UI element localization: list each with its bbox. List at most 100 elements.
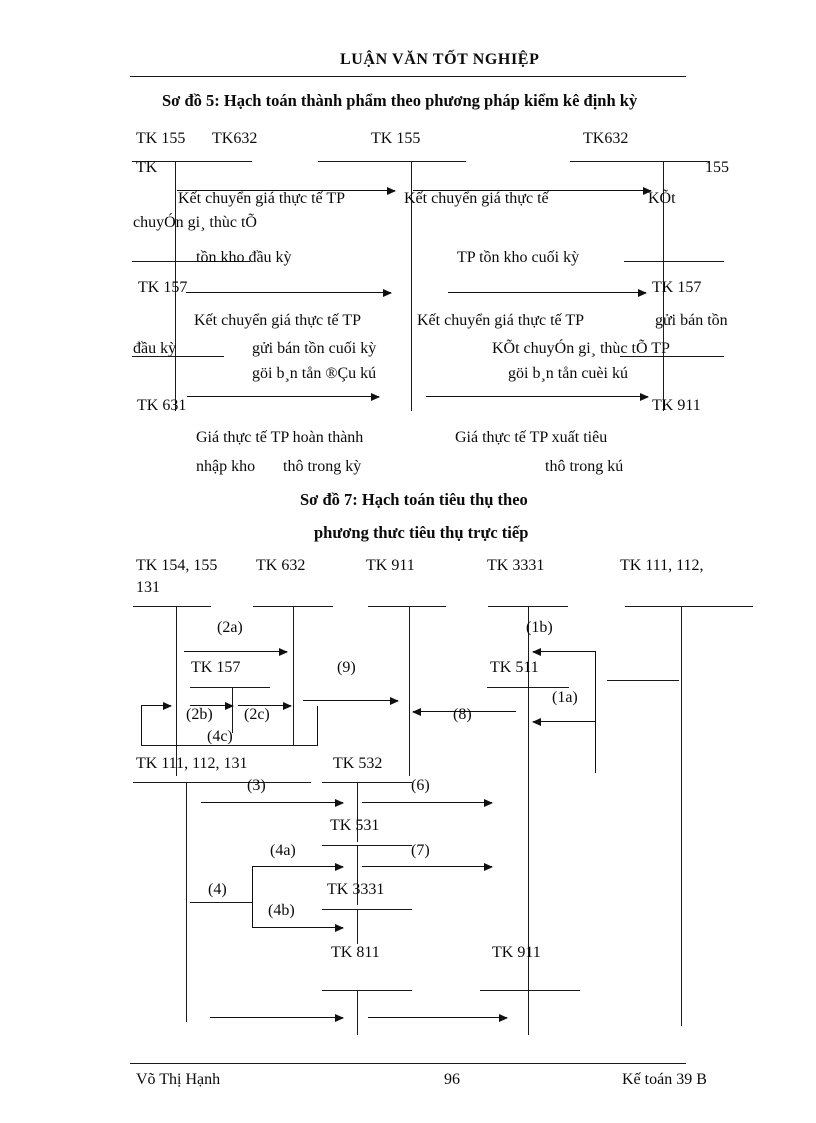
flow-arrow	[412, 707, 516, 716]
t-account-bar	[322, 990, 412, 991]
flow-caption: thô trong kú	[545, 458, 624, 475]
account-label-tk3331: TK 3331	[327, 881, 385, 898]
flow-caption: gửi bán tồn	[655, 312, 728, 329]
t-account-stem	[681, 606, 682, 1026]
flow-arrow	[532, 647, 596, 656]
t-account-stem	[411, 261, 412, 411]
flow-caption: Kết chuyển giá thực tế	[404, 190, 549, 207]
flow-arrow	[177, 186, 396, 195]
t-account-stem	[176, 606, 177, 776]
flow-arrow	[210, 1013, 344, 1022]
t-account-stem	[293, 606, 294, 746]
t-account-bar	[133, 606, 211, 607]
flow-arrow	[362, 862, 493, 871]
account-label-tk911-bottom: TK 911	[492, 944, 541, 961]
account-label-tk531: TK 531	[330, 817, 380, 834]
footer-page-number: 96	[444, 1071, 460, 1088]
t-account-stem	[357, 909, 358, 944]
flow-arrow	[362, 798, 493, 807]
flow-caption: nhập kho	[196, 458, 256, 475]
entry-label-7: (7)	[411, 842, 430, 859]
t-account-stem	[528, 990, 529, 1035]
t-account-bar	[487, 687, 569, 688]
account-label-tk3331-top: TK 3331	[487, 557, 545, 574]
account-label-tk632-b: TK632	[583, 130, 629, 147]
t-account-stem	[528, 606, 529, 1026]
t-account-stem	[175, 356, 176, 411]
flow-arrow	[184, 647, 288, 656]
t-account-stem	[357, 990, 358, 1035]
t-account-bar	[132, 356, 224, 357]
account-label-tk632: TK 632	[256, 557, 306, 574]
entry-label-8: (8)	[453, 706, 472, 723]
flow-arrow	[201, 798, 344, 807]
entry-label-4: (4)	[208, 881, 227, 898]
t-account-bar	[322, 845, 412, 846]
entry-label-2c: (2c)	[244, 706, 270, 723]
entry-label-1a: (1a)	[552, 689, 578, 706]
entry-label-2b: (2b)	[186, 706, 213, 723]
flow-arrow	[187, 392, 380, 401]
footer-class: Kế toán 39 B	[622, 1071, 707, 1088]
flow-caption: KÕt	[648, 190, 676, 207]
t-account-stem	[663, 261, 664, 366]
account-label-tk532: TK 532	[333, 755, 383, 772]
account-label-tk155-b: TK 155	[371, 130, 421, 147]
diagram7-title-line2: phương thưc tiêu thụ trực tiếp	[314, 523, 529, 542]
flow-arrow	[238, 701, 292, 710]
t-account-bar	[607, 680, 679, 681]
flow-caption: đầu kỳ	[133, 340, 177, 357]
flow-caption: TP tồn kho cuối kỳ	[457, 249, 580, 266]
account-label-tk911-top: TK 911	[366, 557, 415, 574]
t-account-bar	[625, 606, 753, 607]
t-account-stem	[663, 161, 664, 271]
account-label-131: 131	[136, 579, 160, 596]
connector-elbow	[141, 705, 142, 745]
t-account-bar	[132, 261, 250, 262]
account-label-tk157-b: TK 157	[652, 279, 702, 296]
running-head: LUẬN VĂN TỐT NGHIỆP	[340, 51, 540, 68]
entry-label-1b: (1b)	[526, 619, 553, 636]
t-account-stem	[411, 161, 412, 271]
t-account-bar	[368, 606, 446, 607]
flow-arrow	[252, 923, 344, 932]
flow-arrow	[426, 392, 649, 401]
account-label-tk911: TK 911	[652, 397, 701, 414]
entry-label-4c: (4c)	[207, 728, 233, 745]
flow-caption: Kết chuyển giá thực tế TP	[417, 312, 584, 329]
flow-caption: KÕt chuyÓn gi¸ thùc tÕ TP	[492, 340, 670, 357]
t-account-stem	[409, 606, 410, 776]
account-label-tk154-155: TK 154, 155	[136, 557, 218, 574]
flow-caption: Kết chuyển giá thực tế TP	[194, 312, 361, 329]
t-account-stem	[232, 687, 233, 733]
t-account-bar	[132, 161, 252, 162]
footer-author: Võ Thị Hạnh	[136, 1071, 221, 1088]
account-label-tk811: TK 811	[331, 944, 380, 961]
footer-rule	[130, 1063, 686, 1064]
t-account-stem	[663, 356, 664, 411]
t-account-bar	[318, 161, 466, 162]
t-account-bar	[570, 161, 710, 162]
entry-label-4b: (4b)	[268, 902, 295, 919]
flow-arrow	[448, 288, 647, 297]
t-account-bar	[133, 782, 311, 783]
header-rule	[130, 76, 686, 77]
t-account-stem	[175, 261, 176, 366]
connector-line	[190, 902, 252, 903]
flow-caption: tồn kho đầu kỳ	[196, 249, 292, 266]
account-label-tk511: TK 511	[490, 659, 539, 676]
t-account-bar	[624, 261, 724, 262]
account-label-tk155-a: TK 155	[136, 130, 186, 147]
flow-arrow	[141, 701, 172, 710]
entry-label-3: (3)	[247, 777, 266, 794]
account-label-tk157-a: TK 157	[138, 279, 188, 296]
account-label-tk111-112: TK 111, 112,	[620, 557, 704, 574]
t-account-bar	[620, 356, 724, 357]
entry-label-4a: (4a)	[270, 842, 296, 859]
flow-arrow	[190, 701, 234, 710]
flow-arrow	[303, 696, 399, 705]
flow-caption: göi b¸n tån ®Çu kú	[252, 365, 377, 382]
connector-elbow	[595, 651, 596, 773]
flow-arrow	[413, 186, 652, 195]
